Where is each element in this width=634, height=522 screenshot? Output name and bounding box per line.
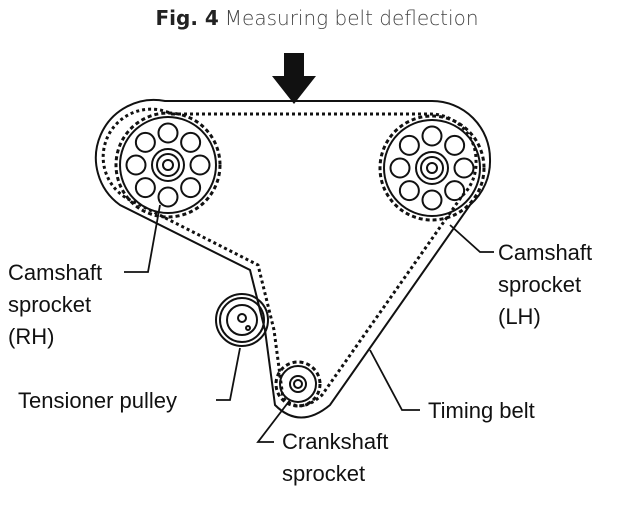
label-camshaft-rh-line2: sprocket bbox=[8, 292, 91, 317]
sprocket-hole bbox=[180, 177, 202, 199]
tensioner-pulley bbox=[215, 293, 269, 347]
camshaft-sprocket-lh bbox=[378, 114, 486, 222]
camshaft-sprocket-rh bbox=[114, 111, 222, 219]
sprocket-hole bbox=[421, 189, 443, 211]
label-camshaft-lh-line1: Camshaft bbox=[498, 240, 592, 265]
figure-title: Measuring belt deflection bbox=[224, 6, 479, 30]
leader-crankshaft bbox=[256, 399, 291, 443]
label-camshaft-lh-line3: (LH) bbox=[498, 304, 541, 329]
sprocket-hole bbox=[421, 125, 443, 147]
label-tensioner-pulley: Tensioner pulley bbox=[18, 388, 177, 413]
label-timing-belt: Timing belt bbox=[428, 398, 535, 423]
label-crankshaft-line2: sprocket bbox=[282, 461, 365, 486]
label-camshaft-rh-line1: Camshaft bbox=[8, 260, 102, 285]
sprocket-hole bbox=[444, 134, 466, 156]
sprocket-hole bbox=[157, 122, 179, 144]
sprocket-hole bbox=[157, 186, 179, 208]
down-arrow-icon bbox=[272, 53, 316, 104]
sprocket-hole bbox=[134, 177, 156, 199]
crankshaft-sprocket bbox=[274, 360, 322, 408]
label-crankshaft-line1: Crankshaft bbox=[282, 429, 388, 454]
leader-camshaft-lh bbox=[449, 224, 494, 253]
leader-camshaft-rh bbox=[124, 204, 161, 273]
sprocket-hole bbox=[389, 157, 411, 179]
sprocket-hole bbox=[398, 180, 420, 202]
sprocket-hole bbox=[134, 131, 156, 153]
sprocket-hole bbox=[453, 157, 475, 179]
leader-tensioner bbox=[216, 347, 241, 401]
figure-number: Fig. 4 bbox=[155, 6, 219, 30]
leader-lines bbox=[124, 204, 494, 443]
sprocket-hole bbox=[189, 154, 211, 176]
sprocket-hole bbox=[180, 131, 202, 153]
sprocket-hole bbox=[444, 180, 466, 202]
label-camshaft-rh-line3: (RH) bbox=[8, 324, 54, 349]
sprocket-hole bbox=[125, 154, 147, 176]
sprocket-hole bbox=[398, 134, 420, 156]
label-camshaft-lh-line2: sprocket bbox=[498, 272, 581, 297]
leader-timing-belt bbox=[369, 349, 420, 411]
timing-belt bbox=[94, 98, 492, 419]
